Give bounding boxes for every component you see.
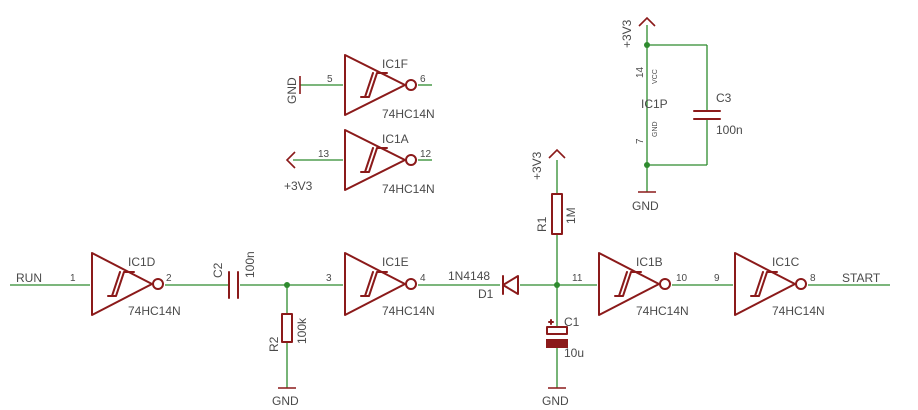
c3-name: C3 [716, 91, 732, 105]
ic1b-hysteresis-icon [614, 271, 642, 297]
ic1a-bubble [405, 154, 417, 166]
ic1f-pin-out: 6 [420, 74, 426, 85]
ic1e-triangle [344, 252, 406, 316]
r2-value: 100k [295, 317, 309, 344]
d1-triangle [502, 275, 519, 295]
capacitor-c1: C1 10u GND [542, 315, 584, 408]
ic1a-name: IC1A [382, 132, 409, 146]
ic1b-name: IC1B [636, 255, 663, 269]
r1-name: R1 [535, 216, 549, 232]
ic1b-triangle [598, 252, 660, 316]
ic1e-pin-in: 3 [326, 273, 332, 284]
ic1d-hysteresis-icon [107, 271, 135, 297]
r2-name: R2 [267, 336, 281, 352]
ic1a-value: 74HC14N [382, 182, 435, 196]
c2-name: C2 [211, 262, 225, 278]
ic1p-supply-label: +3V3 [620, 19, 634, 48]
net-label-run: RUN [16, 271, 42, 285]
ic1f-bubble [405, 79, 417, 91]
d1-name: D1 [478, 287, 494, 301]
r1-supply-label: +3V3 [530, 151, 544, 180]
ic1c-hysteresis-icon [750, 271, 778, 297]
c1-name: C1 [564, 315, 580, 329]
ic1p-gnd-net-label: GND [632, 199, 659, 213]
c1-plate-negative [546, 339, 568, 348]
net-label-start: START [842, 271, 881, 285]
capacitor-c2: C2 100n [211, 251, 257, 299]
ic1f-hysteresis-icon [360, 72, 388, 98]
ic1c-name: IC1C [772, 255, 800, 269]
ic1p-gnd-label: GND [652, 121, 659, 137]
junctions [284, 42, 650, 288]
ic1a-triangle [344, 129, 406, 191]
gate-ic1f: GND 5 6 IC1F 74HC14N [285, 54, 435, 121]
r1-value: 1M [564, 207, 578, 224]
r1-supply-arrow-icon [548, 148, 566, 159]
ic1p-gnd-pin: 7 [635, 138, 646, 144]
ic1e-name: IC1E [382, 255, 409, 269]
c2-value: 100n [243, 251, 257, 278]
ic1b-pin-in: 11 [572, 273, 583, 284]
ic1c-value: 74HC14N [772, 304, 825, 318]
ic1p-vcc-pin: 14 [635, 66, 646, 78]
diode-d1: 1N4148 D1 [448, 269, 519, 301]
ic1f-gnd-label: GND [285, 77, 299, 104]
r1-body [551, 193, 563, 235]
ic1b-bubble [659, 278, 671, 290]
ic1a-pin-in: 13 [318, 149, 330, 160]
gate-ic1d: 1 2 IC1D 74HC14N [70, 252, 181, 318]
gate-ic1b: 11 10 IC1B 74HC14N [572, 252, 689, 318]
ic1d-pin-out: 2 [166, 273, 172, 284]
ic1d-pin-in: 1 [70, 273, 76, 284]
ic1a-supply-arrow-icon [285, 151, 296, 169]
ic1p-vcc-label: VCC [652, 69, 659, 84]
wires [10, 25, 890, 388]
d1-value: 1N4148 [448, 269, 490, 283]
ic1c-pin-out: 8 [810, 273, 816, 284]
r2-gnd-label: GND [272, 394, 299, 408]
ic1f-value: 74HC14N [382, 107, 435, 121]
gate-ic1c: 9 8 IC1C 74HC14N [714, 252, 825, 318]
gate-ic1a: +3V3 13 12 IC1A 74HC14N [284, 129, 435, 196]
ic1p-supply-arrow-icon [638, 16, 656, 27]
ic1a-hysteresis-icon [360, 147, 388, 173]
gate-ic1e: 3 4 IC1E 74HC14N [326, 252, 435, 318]
ic1f-name: IC1F [382, 57, 408, 71]
junction-gnd [644, 162, 650, 168]
ic1c-bubble [795, 278, 807, 290]
junction-vcc [644, 42, 650, 48]
ic1e-pin-out: 4 [420, 273, 426, 284]
power-unit-ic1p: +3V3 14 VCC IC1P 7 GND GND [620, 16, 668, 213]
ic1e-bubble [405, 278, 417, 290]
ic1e-value: 74HC14N [382, 304, 435, 318]
ic1b-value: 74HC14N [636, 304, 689, 318]
resistor-r1: +3V3 R1 1M [530, 148, 578, 235]
c3-value: 100n [716, 123, 743, 137]
c1-value: 10u [564, 346, 584, 360]
ic1d-name: IC1D [128, 255, 156, 269]
ic1d-bubble [152, 278, 164, 290]
ic1b-pin-out: 10 [676, 273, 688, 284]
junction-r2 [284, 282, 290, 288]
r2-body [281, 313, 293, 343]
ic1a-pin-out: 12 [420, 149, 432, 160]
ic1f-pin-in: 5 [327, 74, 333, 85]
ic1p-name: IC1P [641, 97, 668, 111]
c1-gnd-label: GND [542, 394, 569, 408]
junction-r1-c1 [554, 282, 560, 288]
capacitor-c3: C3 100n [693, 91, 743, 137]
ic1d-value: 74HC14N [128, 304, 181, 318]
ic1d-triangle [91, 252, 153, 316]
c1-plate-positive [546, 326, 568, 335]
ic1a-supply-label: +3V3 [284, 179, 313, 193]
ic1c-pin-in: 9 [714, 273, 720, 284]
ic1e-hysteresis-icon [360, 271, 388, 297]
resistor-r2: R2 100k GND [267, 313, 309, 408]
ic1c-triangle [734, 252, 796, 316]
ic1f-triangle [344, 54, 406, 116]
